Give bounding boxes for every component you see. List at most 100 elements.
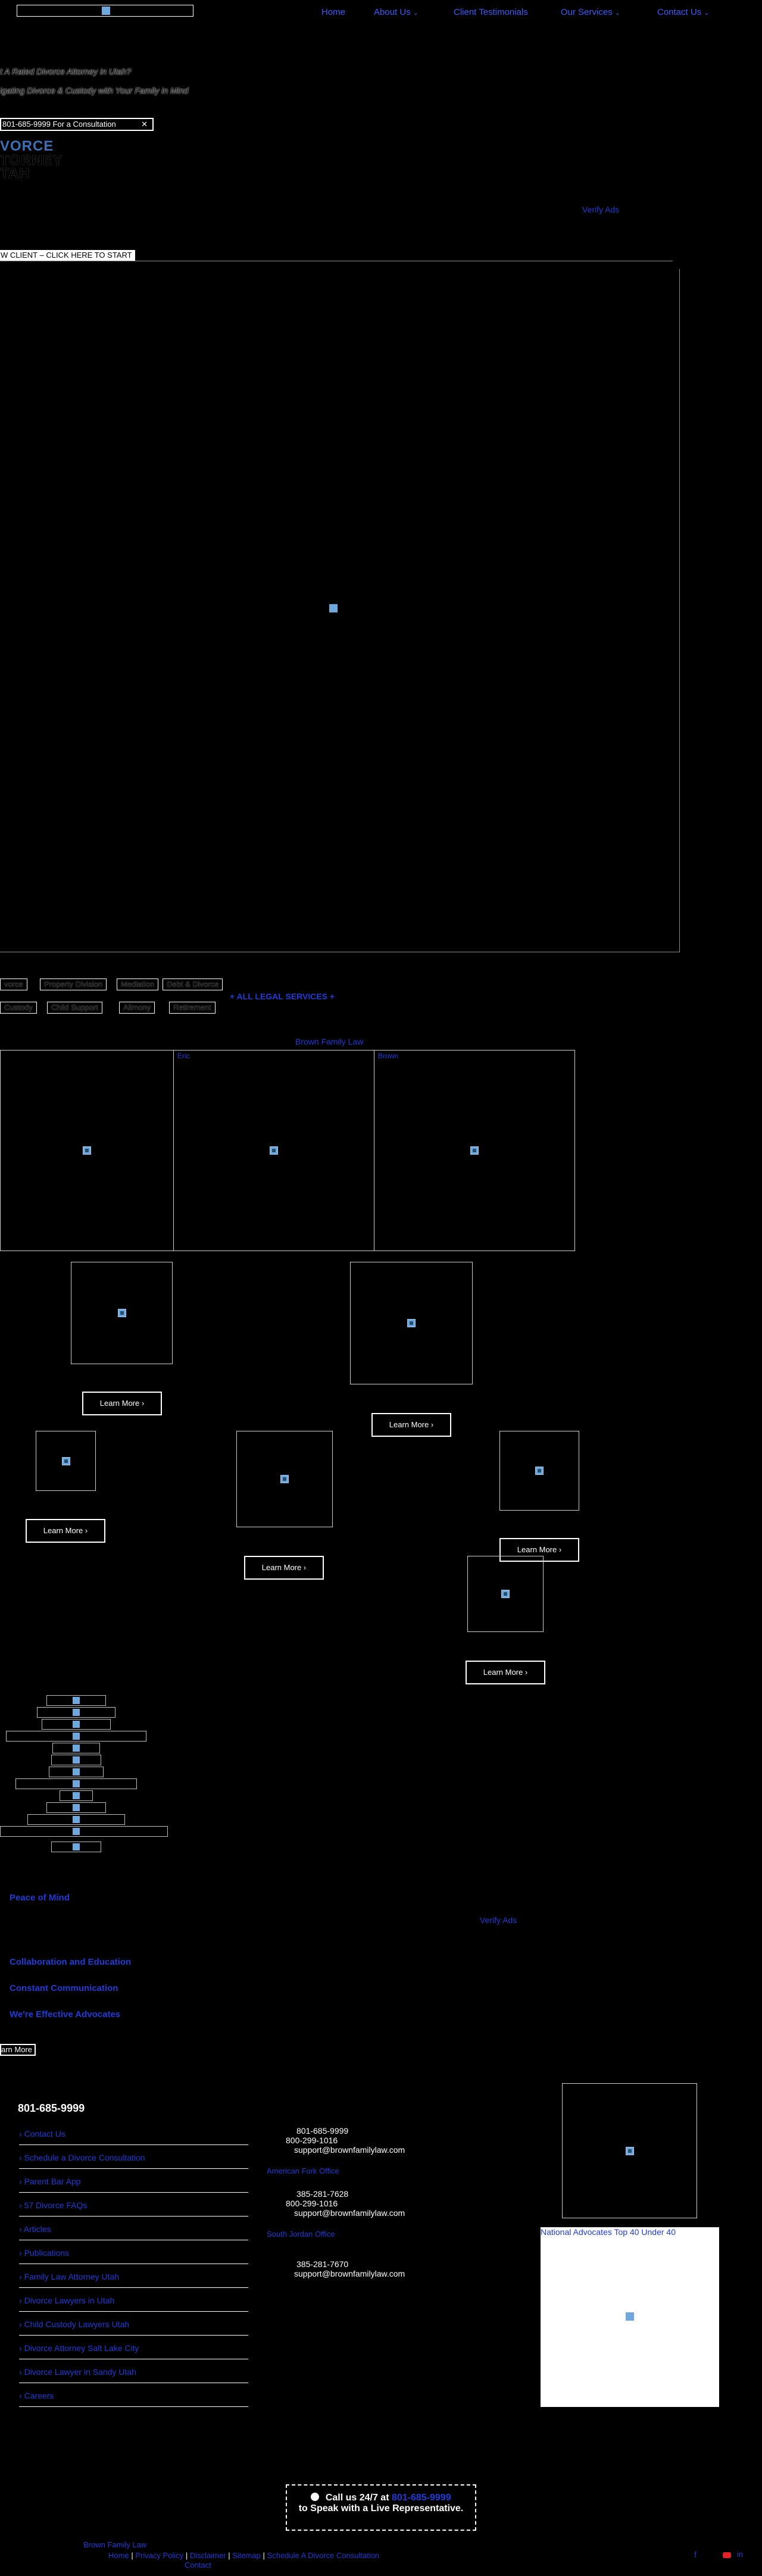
image-icon <box>407 1319 416 1327</box>
image-icon <box>470 1146 479 1155</box>
learn-more-button[interactable]: Learn More › <box>371 1413 451 1437</box>
footer-link-label: Schedule a Divorce Consultation <box>24 2153 145 2162</box>
chevron-right-icon: › <box>141 1399 145 1408</box>
footer-link[interactable]: › 57 Divorce FAQs <box>19 2194 248 2217</box>
bottom-link-sitemap[interactable]: Sitemap <box>232 2551 261 2560</box>
footer-link[interactable]: › Contact Us <box>19 2122 248 2145</box>
image-icon <box>626 2312 634 2321</box>
bottom-link-disclaimer[interactable]: Disclaimer <box>189 2551 226 2560</box>
call-us-banner[interactable]: Call us 24/7 at 801-685-9999 to Speak wi… <box>286 2484 476 2531</box>
search-icon <box>102 7 110 15</box>
chevron-right-icon: › <box>558 1545 562 1554</box>
image-icon <box>535 1467 544 1475</box>
footer-link-label: 57 Divorce FAQs <box>24 2200 88 2210</box>
footer-link[interactable]: › Articles <box>19 2218 248 2240</box>
nav-contact[interactable]: Contact Us⌄ <box>657 7 709 17</box>
service-tag-divorce[interactable]: vorce <box>0 978 27 990</box>
learn-more-button[interactable]: Learn More › <box>82 1392 162 1415</box>
footer-link-label: Divorce Lawyers in Utah <box>24 2296 115 2305</box>
footer-link[interactable]: › Divorce Lawyers in Utah <box>19 2289 248 2312</box>
image-icon <box>501 1590 510 1598</box>
office2-phone-2[interactable]: 800-299-1016 <box>286 2199 338 2208</box>
collaboration-heading: Collaboration and Education <box>10 1957 132 1967</box>
consultation-phone-button[interactable]: 801-685-9999 For a Consultation ✕ <box>0 118 154 131</box>
main-phone-2[interactable]: 800-299-1016 <box>286 2136 338 2145</box>
service-tag-retirement[interactable]: Retirement <box>169 1002 216 1014</box>
new-client-button[interactable]: W CLIENT – CLICK HERE TO START <box>0 250 135 261</box>
learn-more-button[interactable]: arn More <box>0 2044 36 2056</box>
bottom-nav: Home | Privacy Policy | Disclaimer | Sit… <box>108 2551 379 2560</box>
image-icon <box>73 1709 80 1716</box>
main-phone-1[interactable]: 801-685-9999 <box>296 2126 349 2136</box>
service-tag-custody[interactable]: Custody <box>0 1002 37 1014</box>
nav-about[interactable]: About Us⌄ <box>374 7 419 17</box>
service-tag-child-support[interactable]: Child Support <box>47 1002 102 1014</box>
footer-link[interactable]: › Schedule a Divorce Consultation <box>19 2146 248 2169</box>
main-email[interactable]: support@brownfamilylaw.com <box>294 2145 405 2155</box>
office3-email[interactable]: support@brownfamilylaw.com <box>294 2269 405 2278</box>
youtube-icon[interactable] <box>723 2552 731 2558</box>
hero-heading: t A Rated Divorce Attorney in Utah? <box>0 67 132 76</box>
award-badge: National Advocates Top 40 Under 40 <box>541 2227 719 2407</box>
footer-link[interactable]: › Divorce Lawyer in Sandy Utah <box>19 2361 248 2383</box>
image-icon <box>625 2146 634 2155</box>
call-us-prefix: Call us 24/7 at <box>325 2493 392 2503</box>
chevron-right-icon: › <box>430 1420 434 1429</box>
call-us-phone[interactable]: 801-685-9999 <box>391 2493 451 2503</box>
footer-link-label: Contact Us <box>24 2129 65 2139</box>
learn-more-label: Learn More <box>43 1526 83 1535</box>
image-icon <box>73 1697 80 1704</box>
service-tag-debt-divorce[interactable]: Debt & Divorce <box>163 978 223 990</box>
learn-more-button[interactable]: Learn More › <box>466 1661 545 1684</box>
service-tag-property-division[interactable]: Property Division <box>40 978 107 990</box>
footer-link[interactable]: › Child Custody Lawyers Utah <box>19 2313 248 2336</box>
nav-client-testimonials[interactable]: Client Testimonials <box>454 7 528 17</box>
footer-link[interactable]: › Parent Bar App <box>19 2170 248 2193</box>
stack-image <box>46 1695 106 1706</box>
image-icon <box>73 1745 80 1752</box>
footer-link[interactable]: › Publications <box>19 2242 248 2264</box>
image-icon <box>73 1792 80 1799</box>
nav-our-services[interactable]: Our Services⌄ <box>561 7 620 17</box>
bottom-link-contact[interactable]: Contact <box>185 2561 211 2569</box>
learn-more-label: Learn More <box>99 1399 140 1408</box>
verify-ads-link[interactable]: Verify Ads <box>480 1915 517 1925</box>
nav-home[interactable]: Home <box>321 7 346 17</box>
facebook-icon[interactable]: f <box>694 2550 697 2559</box>
image-icon <box>73 1828 80 1835</box>
stack-image <box>51 1755 101 1765</box>
bottom-link-privacy[interactable]: Privacy Policy <box>135 2551 184 2560</box>
nav-our-services-label: Our Services <box>561 7 613 17</box>
verify-ads-link[interactable]: Verify Ads <box>582 205 620 214</box>
footer-link[interactable]: › Divorce Attorney Salt Lake City <box>19 2337 248 2359</box>
learn-more-button[interactable]: Learn More › <box>244 1556 324 1580</box>
image-icon <box>73 1756 80 1764</box>
service-tag-mediation[interactable]: Mediation <box>117 978 159 990</box>
separator: | <box>131 2551 133 2560</box>
search-bar[interactable] <box>17 5 193 17</box>
image-icon <box>280 1475 289 1483</box>
footer-link[interactable]: › Careers <box>19 2384 248 2407</box>
office2-phone-1[interactable]: 385-281-7628 <box>296 2189 349 2199</box>
office3-phone-1[interactable]: 385-281-7670 <box>296 2259 349 2269</box>
learn-more-button[interactable]: Learn More › <box>499 1538 579 1562</box>
service-tag-alimony[interactable]: Alimony <box>119 1002 155 1014</box>
learn-more-button[interactable]: Learn More › <box>26 1519 105 1543</box>
office2-email[interactable]: support@brownfamilylaw.com <box>294 2208 405 2218</box>
award-badge-title: National Advocates Top 40 Under 40 <box>541 2227 676 2237</box>
stack-image <box>60 1790 93 1801</box>
learn-more-label: Learn More <box>483 1668 523 1677</box>
all-legal-services-link[interactable]: + ALL LEGAL SERVICES + <box>230 992 335 1001</box>
logo-line-3: TAH <box>0 165 30 182</box>
bottom-link-schedule[interactable]: Schedule A Divorce Consultation <box>267 2551 380 2560</box>
image-icon <box>117 1309 126 1317</box>
footer-link-label: Careers <box>24 2391 54 2400</box>
logo-line-1: VORCE <box>0 138 54 154</box>
card-image-6 <box>467 1556 544 1632</box>
bottom-link-home[interactable]: Home <box>108 2551 129 2560</box>
image-icon <box>83 1146 91 1155</box>
linkedin-icon[interactable]: in <box>737 2550 744 2559</box>
footer-link[interactable]: › Family Law Attorney Utah <box>19 2265 248 2288</box>
image-icon <box>270 1146 278 1155</box>
gallery-image-2: Eric <box>173 1050 374 1251</box>
